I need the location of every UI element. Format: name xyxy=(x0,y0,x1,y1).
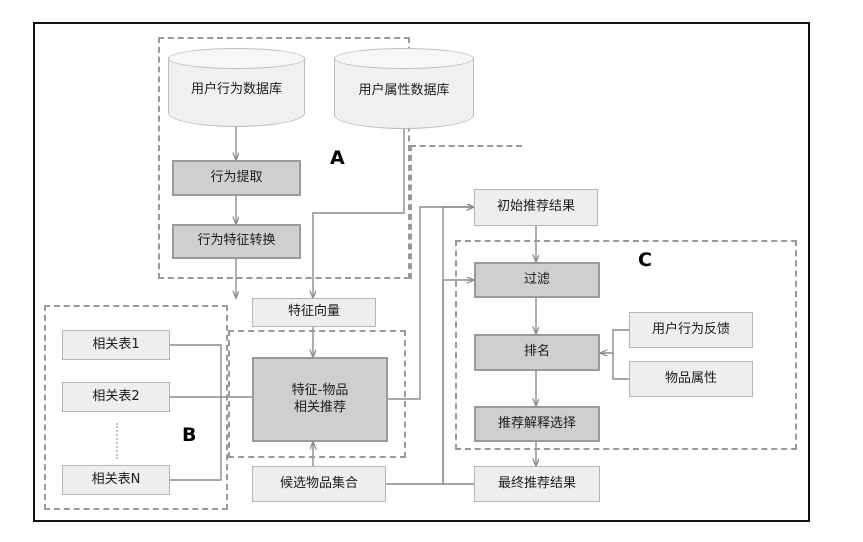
node-filter[interactable]: 过滤 xyxy=(474,262,600,298)
group-a-extension-top xyxy=(410,145,522,147)
cylinder-top xyxy=(168,48,305,69)
node-ranking[interactable]: 排名 xyxy=(474,334,600,371)
group-a-box xyxy=(158,37,410,279)
node-feature-vector[interactable]: 特征向量 xyxy=(252,298,376,327)
cylinder-body xyxy=(334,57,474,129)
node-user-behavior-feedback[interactable]: 用户行为反馈 xyxy=(629,312,753,348)
datastore-user-attribute-db[interactable]: 用户属性数据库 xyxy=(334,48,474,129)
datastore-label: 用户属性数据库 xyxy=(358,83,450,98)
node-behavior-extraction[interactable]: 行为提取 xyxy=(172,160,301,196)
node-feature-item-recommend[interactable]: 特征-物品 相关推荐 xyxy=(252,357,388,442)
group-c-label: C xyxy=(638,249,652,271)
group-b-box xyxy=(44,305,228,510)
node-relation-table-2[interactable]: 相关表2 xyxy=(62,382,170,412)
node-initial-result[interactable]: 初始推荐结果 xyxy=(474,189,598,226)
node-candidate-item-set[interactable]: 候选物品集合 xyxy=(252,466,386,502)
group-c-box xyxy=(455,240,797,450)
group-a-label: A xyxy=(330,147,345,169)
datastore-label: 用户行为数据库 xyxy=(190,82,282,97)
datastore-user-behavior-db[interactable]: 用户行为数据库 xyxy=(168,48,305,127)
group-a-extension-left xyxy=(410,145,412,279)
group-feature-recommend-box xyxy=(228,330,406,458)
node-final-result[interactable]: 最终推荐结果 xyxy=(474,466,600,502)
node-explanation-select[interactable]: 推荐解释选择 xyxy=(474,406,600,442)
node-item-attribute[interactable]: 物品属性 xyxy=(629,361,753,397)
node-relation-table-n[interactable]: 相关表N xyxy=(62,465,170,495)
cylinder-top xyxy=(334,48,474,69)
node-behavior-feature-transform[interactable]: 行为特征转换 xyxy=(172,224,301,259)
group-b-label: B xyxy=(182,424,197,446)
node-relation-table-1[interactable]: 相关表1 xyxy=(62,330,170,360)
ellipsis-dots xyxy=(116,423,118,459)
